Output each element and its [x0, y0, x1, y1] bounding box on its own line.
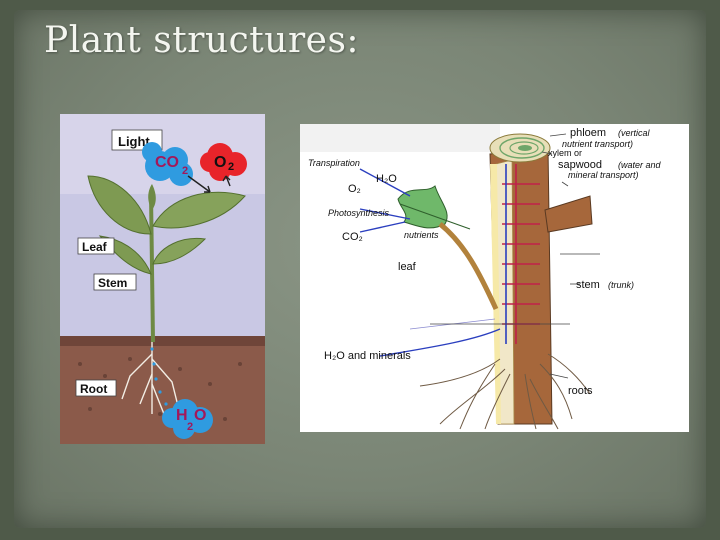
trunk-label: (trunk) [608, 280, 634, 290]
leaf-label: Leaf [82, 240, 108, 254]
stem-label-right: stem [576, 279, 600, 291]
roots-drawing [419, 353, 591, 430]
h2o-label: H [176, 407, 188, 424]
xylem-label: xylem or [548, 148, 582, 158]
plant-illustration: Light CO 2 O 2 Leaf Stem [60, 114, 265, 444]
o2-label-right: O₂ [348, 183, 361, 195]
root-label: Root [80, 382, 107, 396]
photosynthesis-label: Photosynthesis [328, 208, 390, 218]
phloem-label: phloem [570, 127, 606, 139]
o2-bubble: O 2 [200, 143, 247, 181]
plant-diagram-right: phloem (vertical nutrient transport) xyl… [300, 124, 689, 432]
phloem-desc-2: nutrient transport) [562, 139, 633, 149]
h2o-subscript: 2 [187, 421, 193, 433]
roots-label: roots [568, 385, 593, 397]
h2o-top-label: H₂O [376, 173, 397, 185]
co2-bubble: CO 2 [142, 142, 193, 186]
o2-subscript: 2 [228, 161, 234, 173]
light-label: Light [118, 134, 150, 149]
plant-diagram-left: Light CO 2 O 2 Leaf Stem [60, 114, 265, 444]
co2-subscript: 2 [182, 165, 188, 177]
co2-label: CO [155, 154, 179, 171]
sapwood-desc-2: mineral transport) [568, 170, 639, 180]
leaf-label-right: leaf [398, 261, 417, 273]
slide-title: Plant structures: [44, 20, 360, 61]
h2o-minerals-label: H₂O and minerals [324, 350, 411, 362]
h2o-o-label: O [194, 407, 206, 424]
stem-label: Stem [98, 276, 127, 290]
tree-cross-section-illustration: phloem (vertical nutrient transport) xyl… [300, 124, 662, 430]
sapwood-desc-1: (water and [618, 160, 662, 170]
co2-label-right: CO₂ [342, 231, 363, 243]
h2o-bubble: H 2 O [162, 399, 213, 439]
trunk-rings [489, 133, 551, 163]
leaf-shape [397, 185, 448, 229]
o2-label: O [214, 154, 226, 171]
phloem-desc-1: (vertical [618, 128, 651, 138]
sapwood-label: sapwood [558, 159, 602, 171]
transpiration-label: Transpiration [308, 158, 360, 168]
nutrients-label: nutrients [404, 230, 439, 240]
